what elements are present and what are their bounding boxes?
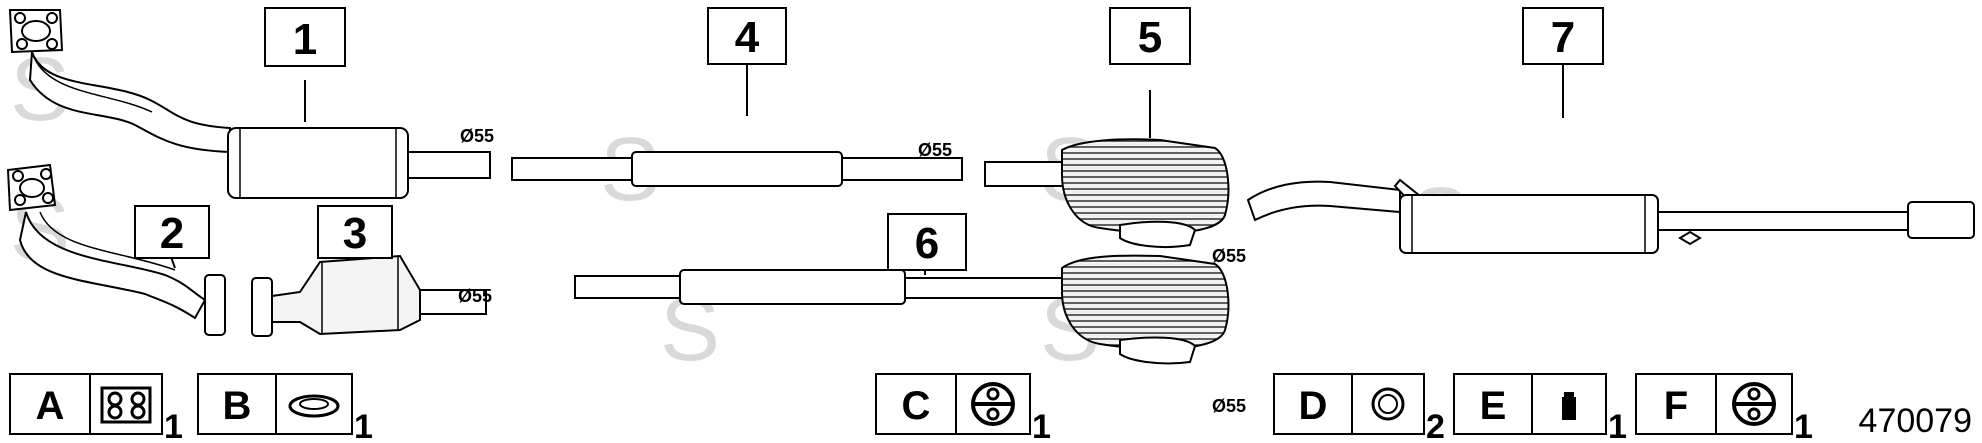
part-number-box xyxy=(707,7,787,65)
part-number-box xyxy=(317,205,393,259)
o-ring-icon xyxy=(1371,387,1405,421)
part-1-front-pipe-silencer xyxy=(8,9,491,199)
part-number: 1 xyxy=(293,15,317,64)
accessory-qty: 2 xyxy=(1426,408,1445,443)
part-2-front-pipe xyxy=(6,163,226,336)
diameter-labels: Ø55 Ø55 Ø55 Ø55 Ø55 xyxy=(458,126,1246,416)
diameter-label: Ø55 xyxy=(918,140,952,160)
accessory-letter: A xyxy=(36,384,65,428)
accessory-qty: 1 xyxy=(354,408,373,443)
accessory-letter: E xyxy=(1480,384,1507,428)
ring-gasket-icon xyxy=(288,394,340,418)
part-number: 7 xyxy=(1551,13,1575,62)
part-number: 2 xyxy=(160,209,184,258)
accessory-qty: 1 xyxy=(1032,408,1051,443)
rubber-hanger-icon xyxy=(1732,382,1776,426)
part-7-rear-section xyxy=(1246,62,1975,254)
diameter-label: Ø55 xyxy=(1212,396,1246,416)
part-number: 4 xyxy=(735,13,760,62)
part-6-pipe-silencer xyxy=(574,254,1230,365)
accessory-letter: D xyxy=(1299,384,1328,428)
accessory-letter: C xyxy=(902,384,931,428)
part-number: 3 xyxy=(343,209,367,258)
part-number-boxes: 1 2 3 4 5 6 7 xyxy=(134,7,1604,271)
four-hole-gasket-icon xyxy=(100,386,152,424)
accessory-qty: 1 xyxy=(1794,408,1813,443)
accessory-letter: F xyxy=(1664,384,1688,428)
accessory-legend: A 1 B 1 C xyxy=(9,373,1813,443)
accessory-b: B 1 xyxy=(197,373,373,443)
diameter-label: Ø55 xyxy=(458,286,492,306)
accessory-a: A 1 xyxy=(9,373,183,443)
accessory-qty: 1 xyxy=(164,408,183,443)
part-number-box xyxy=(1522,7,1604,65)
accessory-d: D 2 xyxy=(1273,373,1445,443)
part-5-rear-silencer xyxy=(984,90,1230,248)
diameter-label: Ø55 xyxy=(460,126,494,146)
accessory-letter: B xyxy=(223,384,252,428)
accessory-f: F 1 xyxy=(1635,373,1813,443)
accessory-c: C 1 xyxy=(875,373,1051,443)
mounting-bolt-icon xyxy=(1562,392,1576,420)
accessory-e: E 1 xyxy=(1453,373,1627,443)
diameter-label: Ø55 xyxy=(1212,246,1246,266)
part-number-box xyxy=(134,205,210,259)
part-number: 5 xyxy=(1138,13,1162,62)
accessory-qty: 1 xyxy=(1608,408,1627,443)
part-number-box xyxy=(887,213,967,271)
rubber-hanger-icon xyxy=(971,382,1015,426)
part-number: 6 xyxy=(915,219,939,268)
reference-number: 470079 xyxy=(1859,402,1972,440)
part-number-box xyxy=(1109,7,1191,65)
part-4-center-pipe xyxy=(511,60,963,187)
part-number-box xyxy=(264,7,346,67)
